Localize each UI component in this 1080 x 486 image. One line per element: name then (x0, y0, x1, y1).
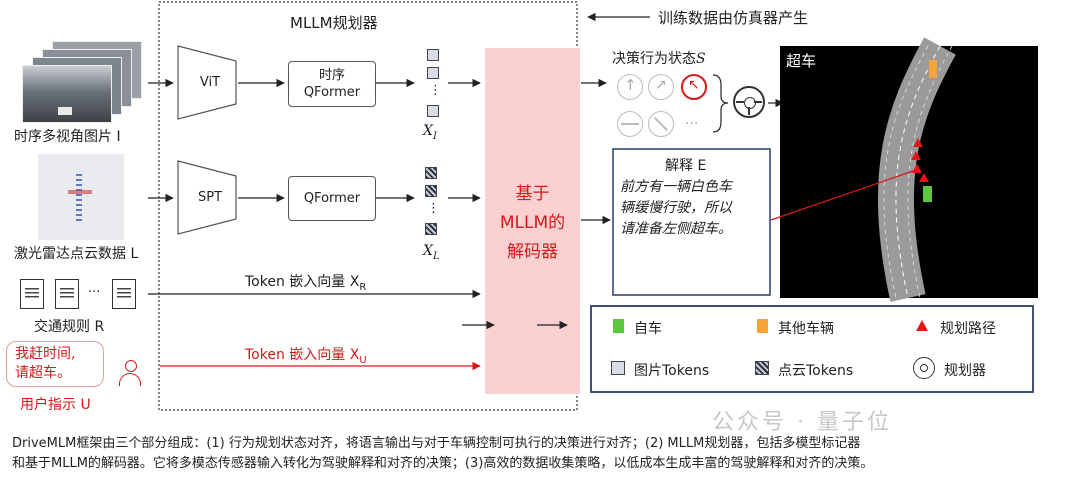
figure-caption: DriveMLM框架由三个部分组成：(1) 行为规划状态对齐，将语言输出与对于车… (12, 434, 1072, 474)
decision-brace (712, 74, 729, 133)
lidar-pointcloud (38, 154, 124, 240)
pointcloud-token (425, 223, 437, 235)
rules-label: 交通规则 R (34, 319, 105, 335)
decoder-line1: 基于 (515, 184, 550, 204)
xi-label: XI (423, 123, 437, 142)
images-label: 时序多视角图片 I (14, 129, 121, 145)
legend-path: 规划路径 (940, 321, 996, 337)
qformer: QFormer (288, 176, 376, 221)
legend-ego: 自车 (634, 321, 662, 337)
rule-doc-icon (112, 279, 136, 309)
overtake-selected-icon: ↖ (681, 74, 707, 100)
xl-label: XL (423, 243, 440, 262)
ego-vehicle (923, 186, 932, 202)
no-entry-icon (648, 111, 674, 137)
legend-img-tokens: 图片Tokens (634, 363, 710, 379)
planner-steering-icon (913, 357, 935, 379)
decision-more: ··· (685, 116, 699, 132)
explanation-line1: 前方有一辆白色车 (620, 179, 732, 195)
note-text: 训练数据由仿真器产生 (658, 9, 809, 27)
temporal-qformer-line2: QFormer (303, 85, 361, 100)
rule-doc-icon (55, 279, 79, 309)
pointcloud-token (425, 185, 437, 197)
explanation-box (612, 148, 771, 296)
rules-ellipsis: ··· (88, 285, 101, 300)
token-ellipsis: ⋮ (427, 201, 440, 216)
token-u-label: Token 嵌入向量 XU (245, 347, 367, 366)
explain-link (770, 169, 917, 221)
decoder-label: 基于 MLLM的 解码器 (485, 180, 580, 267)
road (877, 37, 956, 302)
image-token-swatch (611, 361, 625, 375)
rule-doc-icon (20, 279, 44, 309)
vit-encoder-shape (177, 45, 237, 120)
image-token (427, 105, 439, 117)
decoder-line3: 解码器 (507, 242, 558, 262)
legend-box (590, 305, 1034, 393)
steering-wheel-icon (733, 86, 765, 118)
decoder-block (485, 48, 580, 394)
legend-pc-tokens: 点云Tokens (778, 363, 854, 379)
legend-planner: 规划器 (944, 363, 986, 379)
caption-line2: 和基于MLLM的解码器。它将多模态传感器输入转化为驾驶解释和对齐的决策；(3)高… (12, 456, 874, 471)
caption-line1: DriveMLM框架由三个部分组成：(1) 行为规划状态对齐，将语言输出与对于车… (12, 436, 861, 451)
lidar-label: 激光雷达点云数据 L (14, 246, 139, 262)
decoder-line2: MLLM的 (499, 213, 566, 233)
temporal-qformer-line1: 时序 (318, 68, 345, 83)
planner-title: MLLM规划器 (290, 14, 378, 32)
user-label: 用户指示 U (20, 397, 91, 413)
explanation-line2: 辆缓慢行驶，所以 (620, 200, 732, 216)
token-ellipsis: ⋮ (429, 83, 442, 98)
decision-title: 决策行为状态S (612, 51, 706, 67)
image-token (427, 49, 439, 61)
path-triangle-icon (916, 320, 928, 331)
scene-label: 超车 (786, 52, 817, 70)
diagonal-arrow-icon: ↗ (648, 74, 674, 100)
explanation-text: 前方有一辆白色车 辆缓慢行驶，所以 请准备左侧超车。 (620, 177, 732, 240)
explanation-title: 解释 E (665, 158, 707, 174)
other-vehicle-swatch (757, 319, 768, 333)
ego-swatch (613, 319, 624, 333)
image-token (427, 67, 439, 79)
spt-label: SPT (197, 190, 223, 205)
legend-others: 其他车辆 (778, 321, 834, 337)
user-speech-bubble: 我赶时间, 请超车。 (6, 341, 104, 387)
token-r-label: Token 嵌入向量 XR (245, 274, 367, 293)
spt-encoder-shape (177, 160, 237, 235)
vit-label: ViT (199, 75, 221, 90)
straight-arrow-icon: ↑ (617, 74, 643, 100)
user-bubble-line1: 我赶时间, (15, 346, 76, 362)
explanation-line3: 请准备左侧超车。 (620, 221, 732, 237)
stop-line-icon (617, 111, 643, 137)
temporal-qformer: 时序 QFormer (288, 61, 376, 107)
pointcloud-token (425, 167, 437, 179)
camera-images (22, 41, 142, 123)
pointcloud-token-swatch (755, 361, 769, 375)
user-bubble-line2: 请超车。 (15, 365, 71, 381)
user-icon (118, 360, 142, 388)
watermark: 公众号 · 量子位 (712, 410, 892, 435)
other-vehicle (929, 60, 937, 78)
